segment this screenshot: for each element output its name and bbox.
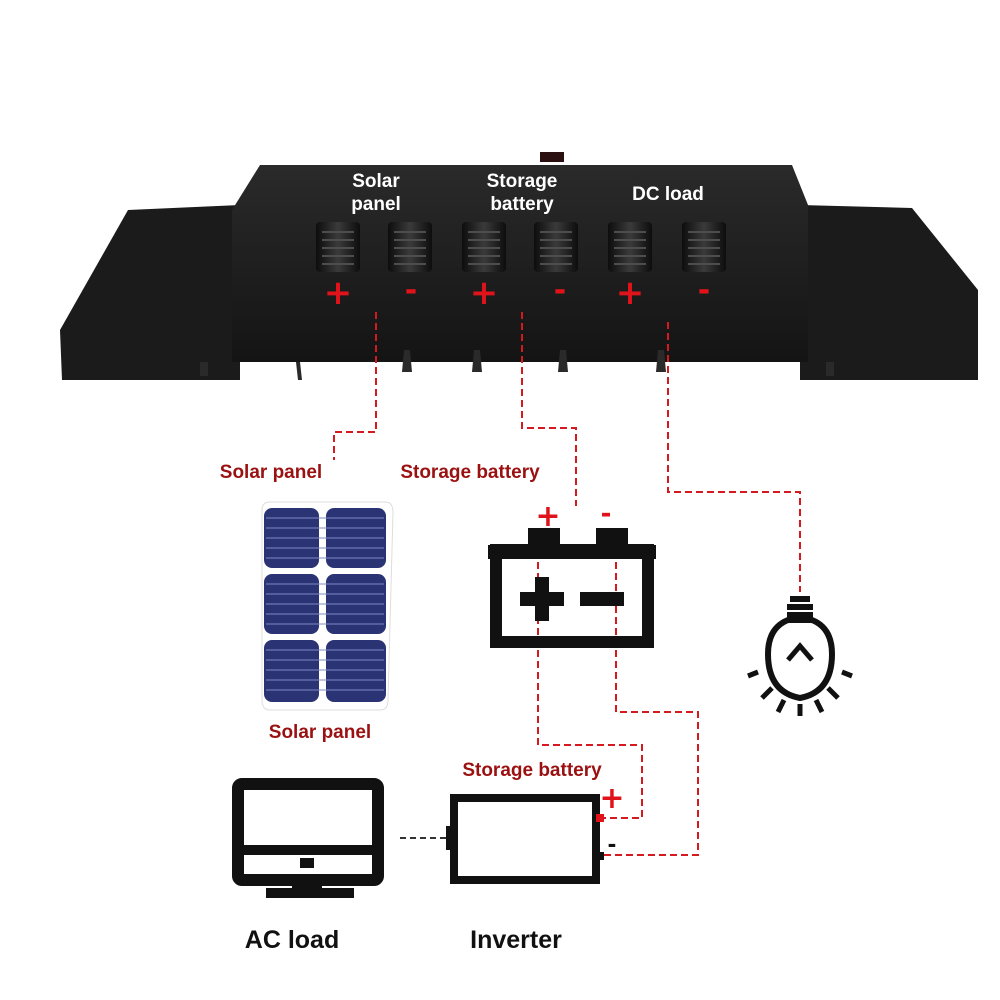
battery-icon	[488, 528, 656, 648]
terminal-battery-minus	[534, 222, 578, 272]
inverter-label: Inverter	[470, 926, 562, 954]
solar-panel-label-top: Solar panel	[220, 462, 322, 483]
label-dc-load: DC load	[632, 184, 704, 205]
label-storage-battery-line2: battery	[490, 194, 554, 215]
controller-right-wing	[800, 205, 978, 380]
terminal-solar-plus	[316, 222, 360, 272]
sign-load-minus: -	[698, 273, 710, 308]
sign-battery-plus: +	[470, 273, 499, 313]
light-bulb-icon	[747, 596, 853, 716]
wire-battery-plus-to-inverter	[537, 540, 643, 819]
terminal-battery-plus	[462, 222, 506, 272]
ac-load-label: AC load	[245, 926, 339, 954]
wire-battery-minus-to-inverter	[604, 540, 699, 856]
sign-battery-minus: -	[554, 273, 566, 308]
label-solar-panel-line2: panel	[351, 194, 401, 215]
solar-panel-label-bottom: Solar panel	[269, 722, 371, 743]
charge-controller: Solar panel Storage battery DC load	[60, 152, 978, 380]
inverter-plus-sign: +	[599, 781, 624, 816]
monitor-icon	[232, 778, 384, 898]
wire-dc-load	[667, 322, 801, 592]
label-storage-battery-line1: Storage	[487, 171, 558, 192]
battery-minus-sign: -	[601, 499, 612, 529]
terminal-load-plus	[608, 222, 652, 272]
terminal-load-minus	[682, 222, 726, 272]
sign-solar-plus: +	[324, 273, 353, 313]
inverter-minus-sign: -	[608, 828, 617, 858]
wire-solar	[333, 312, 377, 460]
storage-battery-label: Storage battery	[400, 462, 540, 483]
solar-panel-icon	[261, 501, 394, 711]
sign-load-plus: +	[616, 273, 645, 313]
label-solar-panel-line1: Solar	[352, 171, 400, 192]
sign-solar-minus: -	[405, 273, 417, 308]
inverter-icon	[446, 794, 604, 884]
inverter-storage-battery-label: Storage battery	[462, 760, 602, 781]
terminal-solar-minus	[388, 222, 432, 272]
controller-left-wing	[60, 205, 240, 380]
wire-battery-to-storage	[521, 312, 577, 506]
wires	[333, 312, 801, 856]
